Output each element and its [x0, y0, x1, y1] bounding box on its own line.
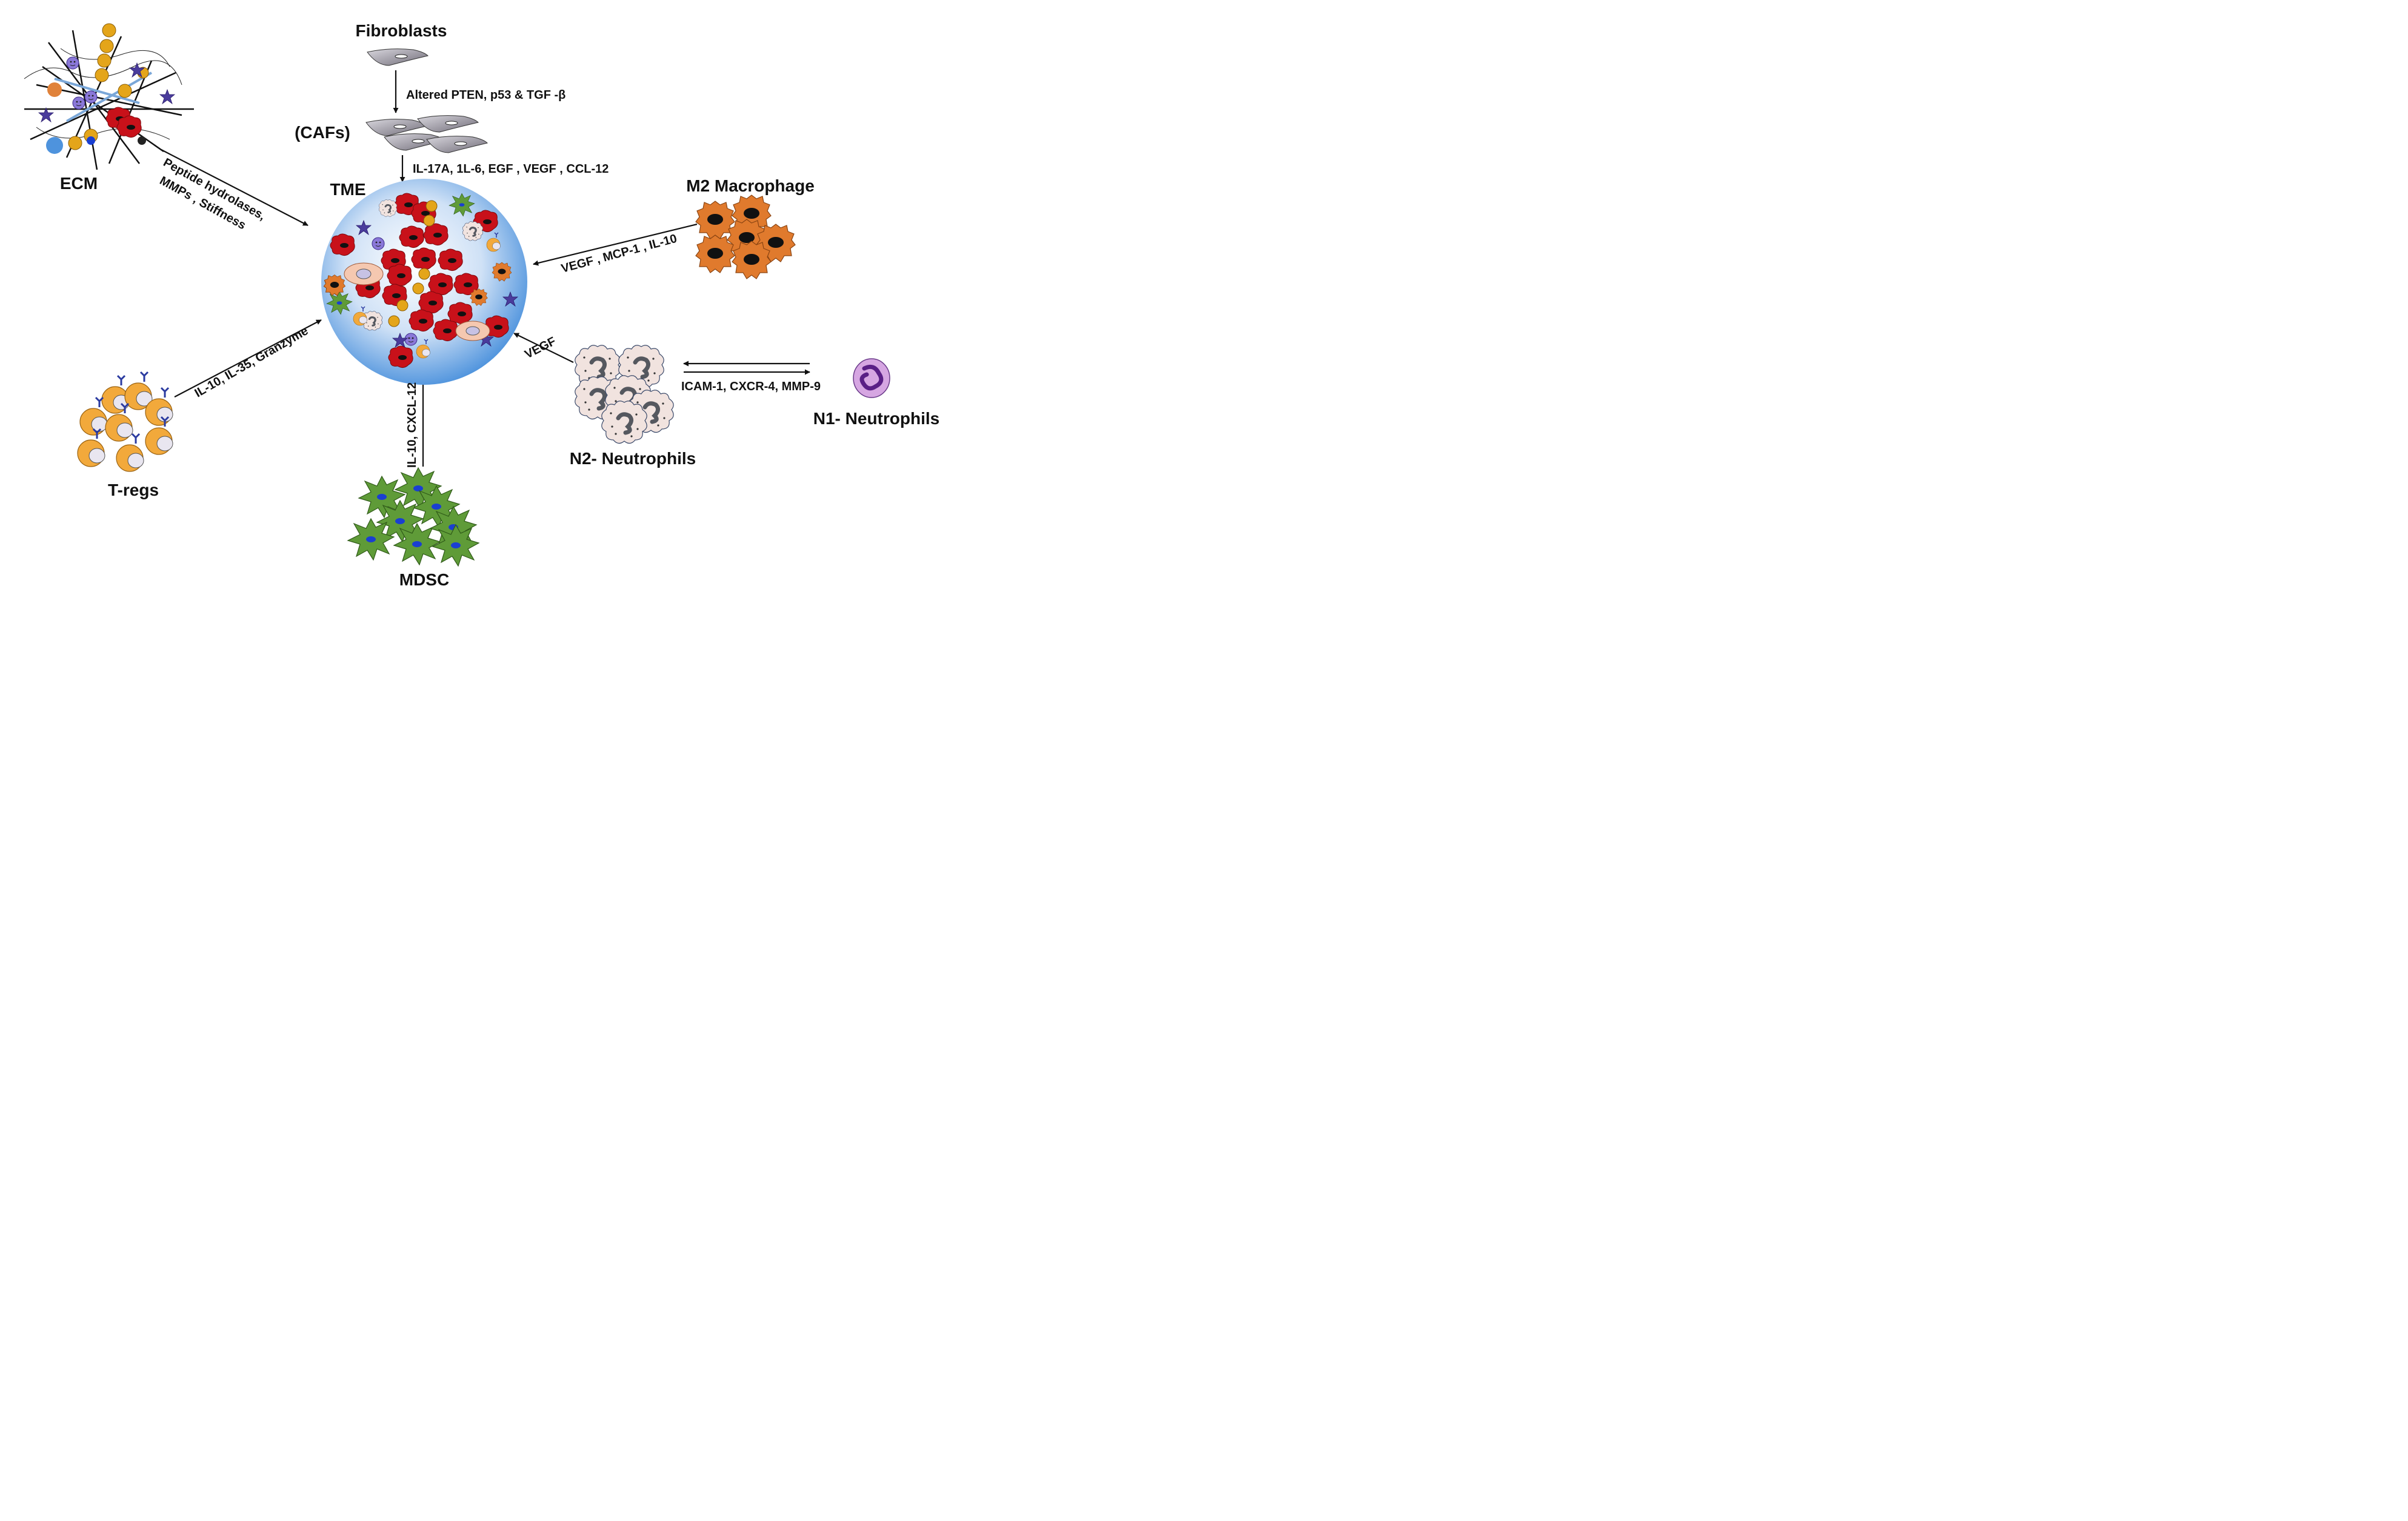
arrow-ecm-to-tme — [161, 149, 309, 226]
mdsc-cluster-icon — [347, 467, 479, 567]
tme-sphere — [321, 179, 527, 385]
diagram-stage: Fibroblasts (CAFs) TME ECM M2 Macrophage… — [0, 0, 950, 606]
n2-to-tme-label: VEGF — [522, 334, 558, 361]
tme-label: TME — [330, 180, 365, 199]
ecm-fiber-network-icon — [24, 23, 194, 170]
tme-immune-cells — [323, 193, 518, 359]
n2-neutrophils-label: N2- Neutrophils — [570, 449, 696, 468]
macrophage-cluster-icon — [695, 195, 796, 279]
arrows — [161, 70, 810, 467]
tme-diagram: Fibroblasts (CAFs) TME ECM M2 Macrophage… — [24, 21, 939, 589]
caf-to-tme-label: IL-17A, 1L-6, EGF , VEGF , CCL-12 — [413, 162, 609, 176]
caf-cluster-icon — [365, 115, 488, 153]
fibroblasts-label: Fibroblasts — [356, 21, 447, 40]
tme-yellow-beads — [388, 200, 438, 327]
cafs-label: (CAFs) — [295, 123, 350, 142]
n1-neutrophils-label: N1- Neutrophils — [813, 409, 939, 428]
n1-neutrophil-icon — [853, 358, 890, 398]
fibroblast-to-caf-label: Altered PTEN, p53 & TGF -β — [406, 88, 565, 102]
ecm-label: ECM — [60, 174, 98, 193]
mdsc-label: MDSC — [399, 570, 449, 589]
treg-cluster-icon — [76, 371, 174, 473]
n1-n2-label: ICAM-1, CXCR-4, MMP-9 — [681, 380, 821, 393]
arrow-tregs-to-tme — [174, 319, 322, 398]
neutrophil-cluster-icon — [575, 345, 673, 444]
fibroblast-icon — [367, 48, 429, 66]
m2-macrophage-label: M2 Macrophage — [686, 176, 815, 195]
arrow-n2-to-tme — [513, 333, 574, 363]
tregs-to-tme-label: IL-10, IL-35, Granzyme — [193, 324, 311, 400]
arrow-m2-to-tme — [533, 223, 698, 266]
mdsc-to-tme-label: IL-10, CXCL-12 — [405, 382, 419, 468]
tregs-label: T-regs — [108, 481, 159, 499]
